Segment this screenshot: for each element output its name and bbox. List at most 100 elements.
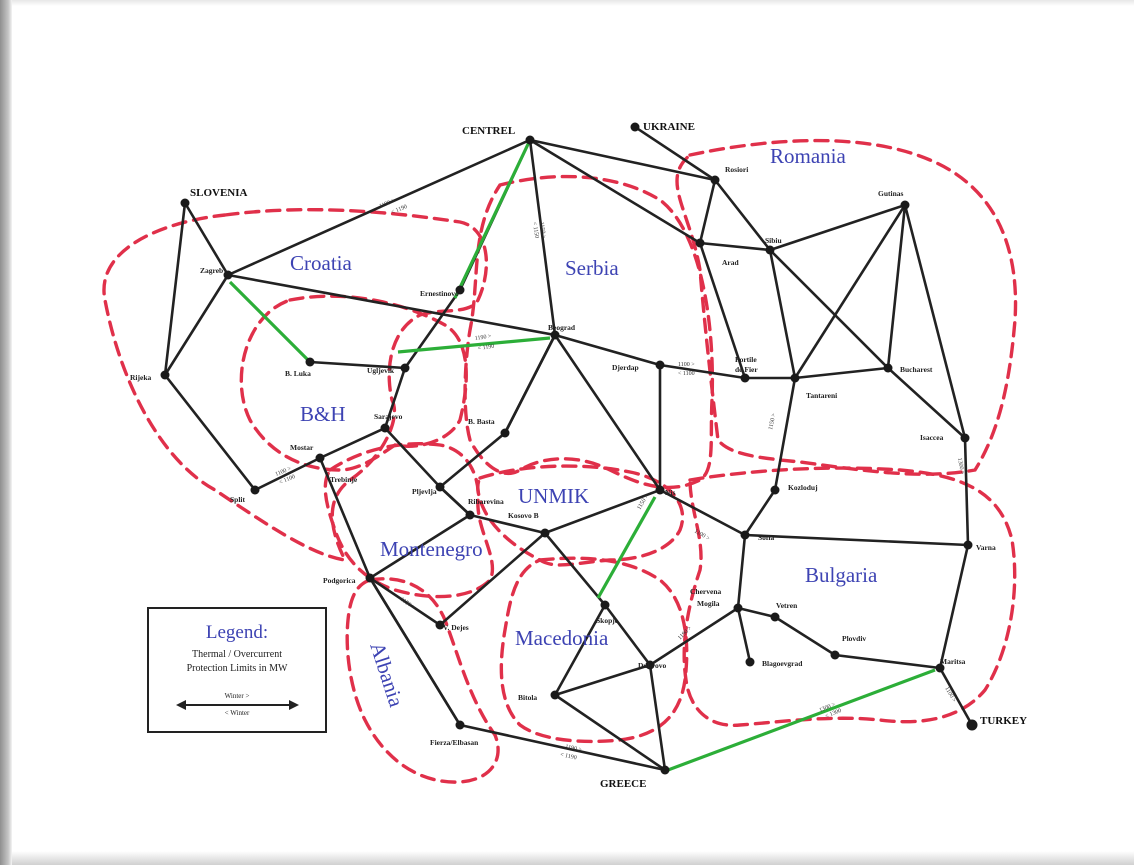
region-outline-croatia xyxy=(102,207,489,563)
node-isaccea xyxy=(960,433,970,443)
green-line-nis-skopje xyxy=(596,496,657,599)
legend-arrow-left-icon xyxy=(176,700,186,710)
node-kozloduj xyxy=(770,485,780,495)
green-line-ugljevik-beograd xyxy=(397,336,551,354)
node-zagreb xyxy=(223,270,233,280)
label-split: Split xyxy=(230,495,246,504)
node-varna xyxy=(963,540,973,550)
node-tantareni xyxy=(790,373,800,383)
label-varna: Varna xyxy=(976,543,996,552)
node-labels: Zagreb Rijeka B. Luka Ugljevik Ernestino… xyxy=(130,165,996,747)
node-maritsa xyxy=(935,663,945,673)
region-outline-romania xyxy=(675,138,1018,476)
label-slovenia: SLOVENIA xyxy=(190,187,248,199)
node-centrel xyxy=(525,135,535,145)
region-outline-unmik xyxy=(476,464,685,567)
label-ernestinovo: Ernestinovo xyxy=(420,289,459,298)
label-mogila: Mogila xyxy=(697,599,720,608)
legend-winter-top: Winter > xyxy=(225,692,250,700)
label-centrel: CENTREL xyxy=(462,125,515,137)
label-rosiori: Rosiori xyxy=(725,165,748,174)
label-romania: Romania xyxy=(770,144,846,168)
label-gutinas: Gutinas xyxy=(878,189,904,198)
label-beograd: Beograd xyxy=(548,323,576,332)
node-greece xyxy=(660,765,670,775)
node-bucharest xyxy=(883,363,893,373)
node-sofia xyxy=(740,530,750,540)
node-beograd xyxy=(550,330,560,340)
legend-winter-bottom: < Winter xyxy=(225,709,250,717)
label-bh: B&H xyxy=(300,402,346,426)
legend-title: Legend: xyxy=(206,622,268,643)
node-bitola xyxy=(550,690,560,700)
label-pljevlja: Pljevlja xyxy=(412,487,437,496)
node-sibiu xyxy=(765,245,775,255)
label-greece: GREECE xyxy=(600,778,646,790)
label-turkey: TURKEY xyxy=(980,715,1027,727)
label-unmik: UNMIK xyxy=(518,484,589,508)
node-blagoevgrad xyxy=(745,657,755,667)
limit-label: < 1190 xyxy=(560,752,578,761)
node-kosovob xyxy=(540,528,550,538)
node-dubrovo xyxy=(645,660,655,670)
label-sofia: Sofia xyxy=(758,533,775,542)
node-bbasta xyxy=(500,428,510,438)
limit-label: 1150 > xyxy=(768,412,777,430)
label-isaccea: Isaccea xyxy=(920,433,944,442)
border-labels: CENTREL UKRAINE SLOVENIA TURKEY GREECE xyxy=(190,121,1027,790)
node-vetren xyxy=(770,612,780,622)
node-chervena-mogila xyxy=(733,603,743,613)
green-line-maritsa-greece xyxy=(667,668,936,772)
green-line-centrel-ernestinovo xyxy=(453,139,532,299)
node-portile-de-fier xyxy=(740,373,750,383)
legend-line-2: Protection Limits in MW xyxy=(187,663,288,674)
node-ribarevina xyxy=(465,510,475,520)
legend: Legend: Thermal / Overcurrent Protection… xyxy=(147,607,327,733)
node-djerdap xyxy=(655,360,665,370)
node-split xyxy=(250,485,260,495)
label-vdejes: V. Dejes xyxy=(443,623,469,632)
label-kosovob: Kosovo B xyxy=(508,511,539,520)
label-ukraine: UKRAINE xyxy=(643,121,695,133)
node-turkey xyxy=(966,719,978,731)
label-macedonia: Macedonia xyxy=(515,626,609,650)
node-bluka xyxy=(305,357,315,367)
label-djerdap: Djerdap xyxy=(612,363,639,372)
limit-label: 1100 > xyxy=(693,529,711,543)
scan-edge-bottom xyxy=(12,851,1134,865)
highlighted-interconnections xyxy=(228,139,936,772)
node-ukraine xyxy=(630,122,640,132)
green-line-zagreb-bluka xyxy=(228,280,310,362)
limit-label: < 1190 xyxy=(391,204,409,216)
label-serbia: Serbia xyxy=(565,256,619,280)
legend-box xyxy=(147,607,327,733)
label-fierza: Fierza/Elbasan xyxy=(430,738,479,747)
label-sibiu: Sibiu xyxy=(765,236,782,245)
label-croatia: Croatia xyxy=(290,251,352,275)
network-nodes xyxy=(160,122,978,775)
label-arad: Arad xyxy=(722,258,739,267)
node-nis xyxy=(655,485,665,495)
label-sarajevo: Sarajevo xyxy=(374,412,403,421)
node-fierza xyxy=(455,720,465,730)
label-ugljevik: Ugljevik xyxy=(367,366,395,375)
label-chervena: Chervena xyxy=(690,587,721,596)
node-ernestinovo xyxy=(455,285,465,295)
node-plovdiv xyxy=(830,650,840,660)
limit-label: 1300 > xyxy=(956,457,965,475)
region-outline-serbia xyxy=(463,174,715,489)
label-nis: Nis xyxy=(665,488,676,497)
label-blagoevgrad: Blagoevgrad xyxy=(762,659,803,668)
label-podgorica: Podgorica xyxy=(323,576,356,585)
label-defier: de Fier xyxy=(735,365,758,374)
node-slovenia xyxy=(180,198,190,208)
node-arad xyxy=(695,238,705,248)
label-dubrovo: Dubrovo xyxy=(638,661,666,670)
label-bucharest: Bucharest xyxy=(900,365,933,374)
limit-label: < 1150 xyxy=(531,221,539,238)
legend-line-1: Thermal / Overcurrent xyxy=(192,649,282,660)
label-bulgaria: Bulgaria xyxy=(805,563,878,587)
node-pljevlja xyxy=(435,482,445,492)
label-skopje: Skopje xyxy=(596,616,619,625)
